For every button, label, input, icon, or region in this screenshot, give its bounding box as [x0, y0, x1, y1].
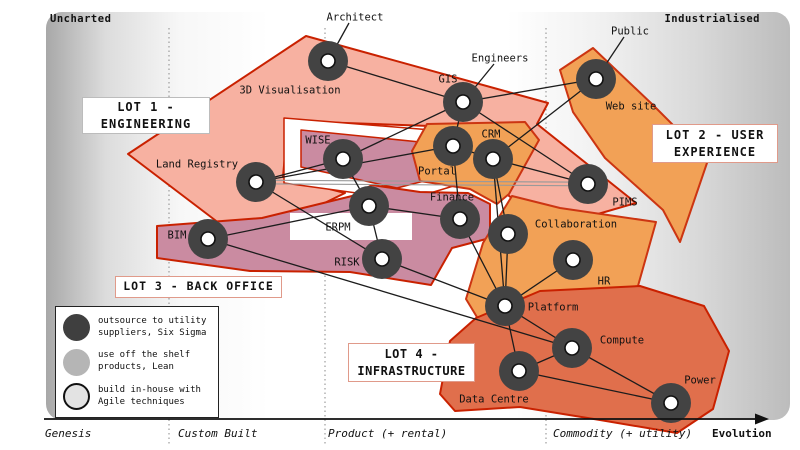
region-erpm-notch	[290, 213, 412, 240]
node-collaboration[interactable]	[488, 214, 528, 254]
node-label-wise: WISE	[305, 135, 330, 147]
legend-inhouse-line1: build in-house with	[98, 384, 201, 395]
node-label-bim: BIM	[168, 230, 187, 242]
node-label-website: Web site	[606, 101, 657, 113]
node-platform[interactable]	[485, 286, 525, 326]
lot4-line1: LOT 4 -	[384, 347, 439, 362]
legend-outsource-line1: outsource to utility	[98, 315, 207, 326]
gray-edge-landregistry-pims	[255, 183, 589, 187]
legend-item-off-the-shelf: use off the shelf products, Lean	[63, 348, 211, 376]
user-label-architect: Architect	[327, 12, 384, 24]
legend-text-outsource: outsource to utility suppliers, Six Sigm…	[98, 316, 206, 339]
edge-threed-gis	[327, 60, 464, 103]
node-bim[interactable]	[188, 219, 228, 259]
legend-shelf-line1: use off the shelf	[98, 350, 191, 361]
lot1-line1: LOT 1 -	[117, 100, 175, 115]
node-label-power: Power	[684, 375, 716, 387]
node-label-erpm: ERPM	[325, 222, 350, 234]
edge-gis-wise	[342, 101, 464, 160]
uncharted-label: Uncharted	[50, 13, 112, 25]
legend-text-off-the-shelf: use off the shelf products, Lean	[98, 350, 190, 373]
legend-outsource-line2: suppliers, Six Sigma	[98, 327, 207, 338]
node-label-risk: RISK	[334, 257, 360, 269]
node-risk[interactable]	[362, 239, 402, 279]
lot3-back-office-label: LOT 3 - BACK OFFICE	[115, 276, 282, 298]
lot2-user-experience-label: LOT 2 - USER EXPERIENCE	[652, 124, 778, 163]
node-label-compute: Compute	[600, 335, 644, 347]
node-datacentre[interactable]	[499, 351, 539, 391]
legend-text-in-house: build in-house with Agile techniques	[98, 385, 201, 408]
axis-stage-genesis: Genesis	[45, 427, 92, 440]
node-hr[interactable]	[553, 240, 593, 280]
edge-risk-platform	[381, 258, 506, 307]
node-label-datacentre: Data Centre	[459, 394, 529, 406]
legend-box: outsource to utility suppliers, Six Sigm…	[55, 306, 219, 418]
node-pims[interactable]	[568, 164, 608, 204]
node-finance[interactable]	[440, 199, 480, 239]
axis-stage-product: Product (+ rental)	[328, 427, 448, 440]
legend-item-in-house: build in-house with Agile techniques	[63, 383, 211, 410]
edge-bim-erpm	[207, 205, 370, 240]
legend-shelf-line2: products, Lean	[98, 362, 174, 372]
lot4-line2: INFRASTRUCTURE	[357, 363, 466, 378]
legend-inhouse-line2: Agile techniques	[98, 396, 185, 407]
node-website[interactable]	[576, 59, 616, 99]
gray-edge-landregistry-pims	[255, 179, 589, 183]
node-crm[interactable]	[473, 139, 513, 179]
edge-bim-compute	[207, 238, 573, 349]
node-label-landregistry: Land Registry	[156, 159, 238, 171]
lot1-engineering-label: LOT 1 - ENGINEERING	[82, 97, 210, 134]
node-power[interactable]	[651, 383, 691, 423]
node-erpm[interactable]	[349, 186, 389, 226]
node-wise[interactable]	[323, 139, 363, 179]
axis-stage-custom-built: Custom Built	[178, 427, 258, 440]
node-portal[interactable]	[433, 126, 473, 166]
axis-stage-commodity: Commodity (+ utility)	[553, 427, 693, 440]
lot4-infrastructure-label: LOT 4 - INFRASTRUCTURE	[348, 343, 475, 382]
lot3-line1: LOT 3 - BACK OFFICE	[123, 279, 274, 294]
node-label-finance: Finance	[430, 192, 474, 204]
lot1-line2: ENGINEERING	[100, 116, 192, 131]
edge-crm-website	[492, 78, 597, 160]
outline-circle-icon	[63, 383, 90, 410]
node-threed[interactable]	[308, 41, 348, 81]
lot2-line1: LOT 2 - USER	[665, 128, 765, 143]
gray-circle-icon	[63, 348, 90, 376]
edge-landregistry-risk	[255, 181, 383, 260]
node-gis[interactable]	[443, 82, 483, 122]
user-label-engineers: Engineers	[472, 53, 529, 65]
node-label-platform: Platform	[528, 302, 579, 314]
axis-evolution-label: Evolution	[712, 427, 772, 440]
industrialised-label: Industrialised	[664, 13, 760, 25]
node-landregistry[interactable]	[236, 162, 276, 202]
legend-item-outsource: outsource to utility suppliers, Six Sigm…	[63, 314, 211, 341]
edge-gis-website	[462, 78, 597, 103]
node-label-hr: HR	[598, 276, 611, 288]
dark-circle-icon	[63, 314, 90, 341]
node-label-threed: 3D Visualisation	[239, 85, 340, 97]
node-label-pims: PIMS	[612, 197, 637, 209]
node-label-crm: CRM	[482, 129, 501, 141]
node-label-portal: Portal	[418, 166, 456, 178]
evolution-axis-arrow-icon	[755, 413, 769, 425]
node-compute[interactable]	[552, 328, 592, 368]
lot2-line2: EXPERIENCE	[673, 144, 757, 159]
node-label-gis: GIS	[439, 74, 458, 86]
edge-datacentre-power	[518, 370, 672, 404]
edge-gis-pims	[462, 101, 589, 185]
node-label-collaboration: Collaboration	[535, 219, 617, 231]
user-label-public: Public	[611, 26, 649, 38]
